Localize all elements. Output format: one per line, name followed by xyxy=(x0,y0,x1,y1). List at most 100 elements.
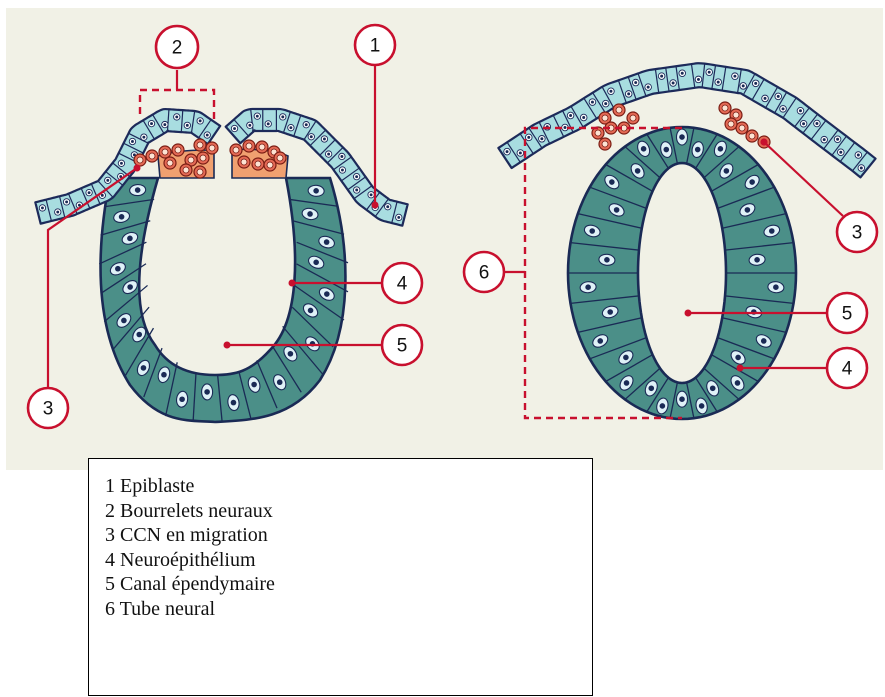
nucleolus xyxy=(782,107,785,110)
nucleolus xyxy=(131,140,134,143)
nucleolus xyxy=(355,175,358,178)
nucleolus xyxy=(733,75,736,78)
nucleolus xyxy=(324,291,330,297)
nucleolus xyxy=(604,257,610,263)
nucleolus xyxy=(609,90,612,93)
svg-text:3: 3 xyxy=(852,223,863,244)
nucleolus xyxy=(386,205,389,208)
nucleolus xyxy=(582,116,585,119)
crest-cell-nucleus xyxy=(267,162,273,168)
nucleolus xyxy=(141,365,147,371)
nucleolus xyxy=(186,124,189,127)
nucleolus xyxy=(256,115,259,118)
nucleolus xyxy=(679,134,685,140)
nucleolus xyxy=(88,191,91,194)
nucleolus xyxy=(597,338,603,344)
nucleolus xyxy=(749,179,755,185)
crest-cell-nucleus xyxy=(200,155,206,161)
crest-cell-nucleus xyxy=(175,147,181,153)
nucleolus xyxy=(681,72,684,75)
nucleolus xyxy=(591,101,594,104)
svg-text:3: 3 xyxy=(43,399,54,420)
nucleolus xyxy=(101,194,104,197)
nucleolus xyxy=(660,75,663,78)
nucleolus xyxy=(823,138,826,141)
callout-left-2: 2 xyxy=(156,26,198,68)
nucleolus xyxy=(585,284,591,290)
nucleolus xyxy=(634,81,637,84)
nucleolus xyxy=(624,380,630,386)
nucleolus xyxy=(305,123,308,126)
nucleolus xyxy=(251,382,257,388)
nucleolus xyxy=(569,114,572,117)
callout-right-5: 5 xyxy=(827,293,867,333)
nucleolus xyxy=(308,308,314,314)
nucleolus xyxy=(647,86,650,89)
nucleolus xyxy=(754,257,760,263)
nucleolus xyxy=(540,137,543,140)
nucleolus xyxy=(206,134,209,137)
nucleolus xyxy=(664,147,670,153)
crest-cell-nucleus xyxy=(255,161,261,167)
nucleolus xyxy=(735,355,741,361)
nucleolus xyxy=(695,147,701,153)
nucleolus xyxy=(397,216,400,219)
nucleolus xyxy=(341,169,344,172)
legend-box: 1 Epiblaste 2 Bourrelets neuraux 3 CCN e… xyxy=(88,458,593,696)
nucleolus xyxy=(623,355,629,361)
nucleolus xyxy=(699,403,705,409)
nucleolus xyxy=(281,115,284,118)
callout-left-3: 3 xyxy=(28,388,68,428)
nucleolus xyxy=(607,309,613,315)
nucleolus xyxy=(119,214,125,220)
nucleolus xyxy=(735,380,741,386)
crest-cell-nucleus xyxy=(197,142,203,148)
nucleolus xyxy=(769,228,775,234)
nucleolus xyxy=(745,207,751,213)
leader-dot xyxy=(761,139,768,146)
crest-cell-nucleus xyxy=(602,115,608,121)
crest-cell-nucleus xyxy=(630,115,636,121)
nucleolus xyxy=(204,389,210,395)
crest-cell-nucleus xyxy=(233,147,239,153)
nucleolus xyxy=(717,81,720,84)
nucleolus xyxy=(519,151,522,154)
neural-tube-figure: 2 1 3 4 5 6 3 5 4 xyxy=(0,0,885,472)
nucleolus xyxy=(136,332,142,338)
svg-text:4: 4 xyxy=(842,359,853,380)
crest-cell-nucleus xyxy=(197,169,203,175)
crest-cell-nucleus xyxy=(749,133,755,139)
nucleolus xyxy=(324,239,330,245)
nucleolus xyxy=(815,122,818,125)
svg-text:1: 1 xyxy=(370,36,381,57)
nucleolus xyxy=(773,284,779,290)
nucleolus xyxy=(708,71,711,74)
nucleolus xyxy=(231,400,237,406)
legend-item: 4 Neuroépithélium xyxy=(105,548,592,573)
nucleolus xyxy=(527,136,530,139)
nucleolus xyxy=(163,123,166,126)
nucleolus xyxy=(120,162,123,165)
crest-cell-nucleus xyxy=(149,153,155,159)
nucleolus xyxy=(564,126,567,129)
svg-text:5: 5 xyxy=(397,336,408,357)
nucleolus xyxy=(627,92,630,95)
nucleolus xyxy=(718,146,724,152)
nucleolus xyxy=(313,259,319,265)
nucleolus xyxy=(724,168,730,174)
nucleolus xyxy=(150,122,153,125)
nucleolus xyxy=(340,155,343,158)
nucleolus xyxy=(288,351,294,357)
nucleolus xyxy=(802,122,805,125)
nucleolus xyxy=(754,82,757,85)
leader-dot xyxy=(224,342,231,349)
leader-dot xyxy=(737,365,744,372)
nucleolus xyxy=(710,385,716,391)
callout-right-6: 6 xyxy=(464,252,504,292)
leader-dot xyxy=(289,280,296,287)
nucleolus xyxy=(764,97,767,100)
nucleolus xyxy=(648,385,654,391)
leader-dot xyxy=(372,202,379,209)
nucleolus xyxy=(323,138,326,141)
crest-cell-nucleus xyxy=(183,167,189,173)
